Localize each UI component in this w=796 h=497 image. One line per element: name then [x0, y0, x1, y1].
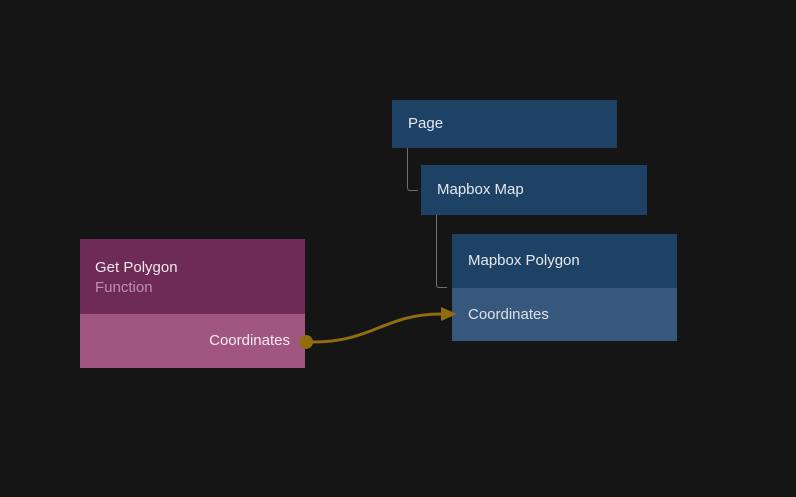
node-page-title: Page	[408, 115, 444, 132]
node-mapbox-map[interactable]: Mapbox Map	[421, 165, 647, 215]
input-port-coordinates[interactable]: Coordinates	[452, 288, 677, 341]
node-mapbox-polygon-title: Mapbox Polygon	[468, 252, 580, 269]
node-get-polygon[interactable]: Get Polygon Function Coordinates	[80, 239, 305, 368]
input-port-coordinates-label: Coordinates	[468, 306, 549, 323]
tree-connector-page-to-map	[407, 148, 418, 191]
wire-path[interactable]	[311, 312, 443, 344]
node-mapbox-polygon-header[interactable]: Mapbox Polygon	[452, 234, 677, 288]
node-get-polygon-header[interactable]: Get Polygon Function	[80, 239, 305, 314]
node-mapbox-polygon[interactable]: Mapbox Polygon Coordinates	[452, 234, 677, 341]
output-port-coordinates-label: Coordinates	[209, 332, 290, 349]
node-get-polygon-subtitle: Function	[95, 279, 153, 296]
tree-connector-map-to-polygon	[436, 215, 447, 288]
node-mapbox-map-title: Mapbox Map	[437, 181, 524, 198]
node-page[interactable]: Page	[392, 100, 617, 148]
output-port-coordinates[interactable]: Coordinates	[80, 314, 305, 368]
node-get-polygon-title: Get Polygon	[95, 259, 178, 276]
